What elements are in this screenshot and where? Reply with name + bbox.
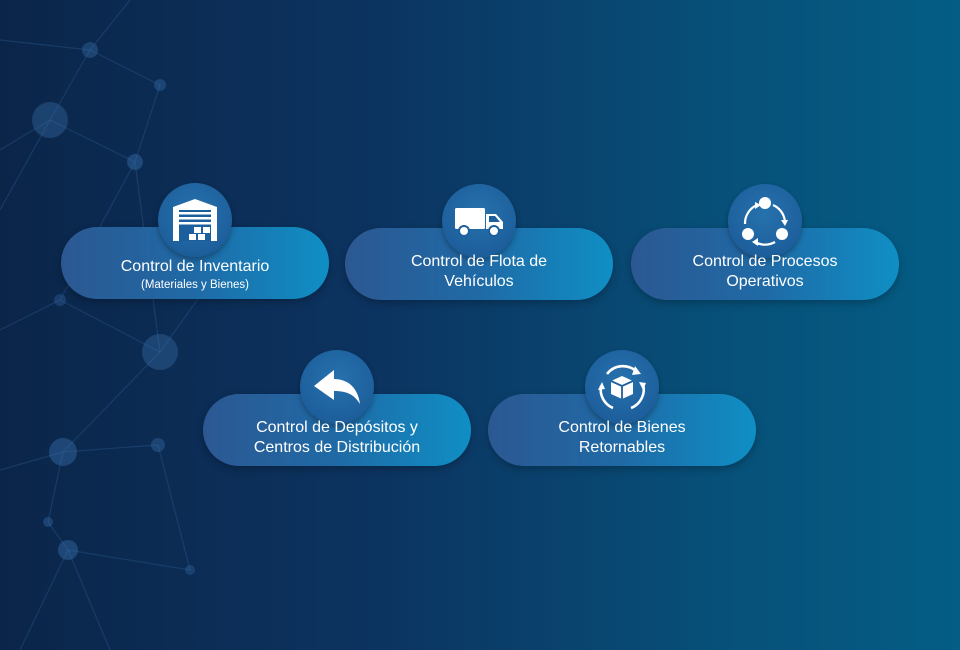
card-title-line2: Vehículos — [444, 273, 514, 290]
warehouse-icon — [158, 183, 232, 257]
card-title-line2: Operativos — [726, 273, 804, 290]
card-returnables-control[interactable]: Control de Bienes Retornables — [488, 350, 756, 466]
card-depots-control[interactable]: Control de Depósitos y Centros de Distri… — [203, 350, 471, 466]
card-subtitle: (Materiales y Bienes) — [140, 279, 249, 291]
card-process-control[interactable]: Control de Procesos Operativos — [631, 184, 899, 300]
card-title: Control de Procesos — [692, 253, 838, 270]
reply-arrow-icon — [300, 350, 374, 424]
returnable-box-icon — [585, 350, 659, 424]
card-title-line2: Centros de Distribución — [253, 439, 421, 456]
card-title: Control de Flota de — [410, 253, 548, 270]
card-label: Control de Depósitos y Centros de Distri… — [203, 418, 471, 458]
card-title-line2: Retornables — [578, 439, 666, 456]
truck-icon — [442, 184, 516, 258]
card-fleet-control[interactable]: Control de Flota de Vehículos — [345, 184, 613, 300]
card-label: Control de Procesos Operativos — [631, 252, 899, 292]
card-label: Control de Inventario (Materiales y Bien… — [61, 257, 329, 292]
card-title: Control de Depósitos y — [256, 419, 418, 436]
card-label: Control de Flota de Vehículos — [345, 252, 613, 292]
card-label: Control de Bienes Retornables — [488, 418, 756, 458]
process-cycle-icon — [728, 184, 802, 258]
card-inventory-control[interactable]: Control de Inventario (Materiales y Bien… — [61, 183, 329, 299]
card-title: Control de Bienes — [558, 419, 686, 436]
card-title: Control de Inventario — [120, 258, 270, 275]
